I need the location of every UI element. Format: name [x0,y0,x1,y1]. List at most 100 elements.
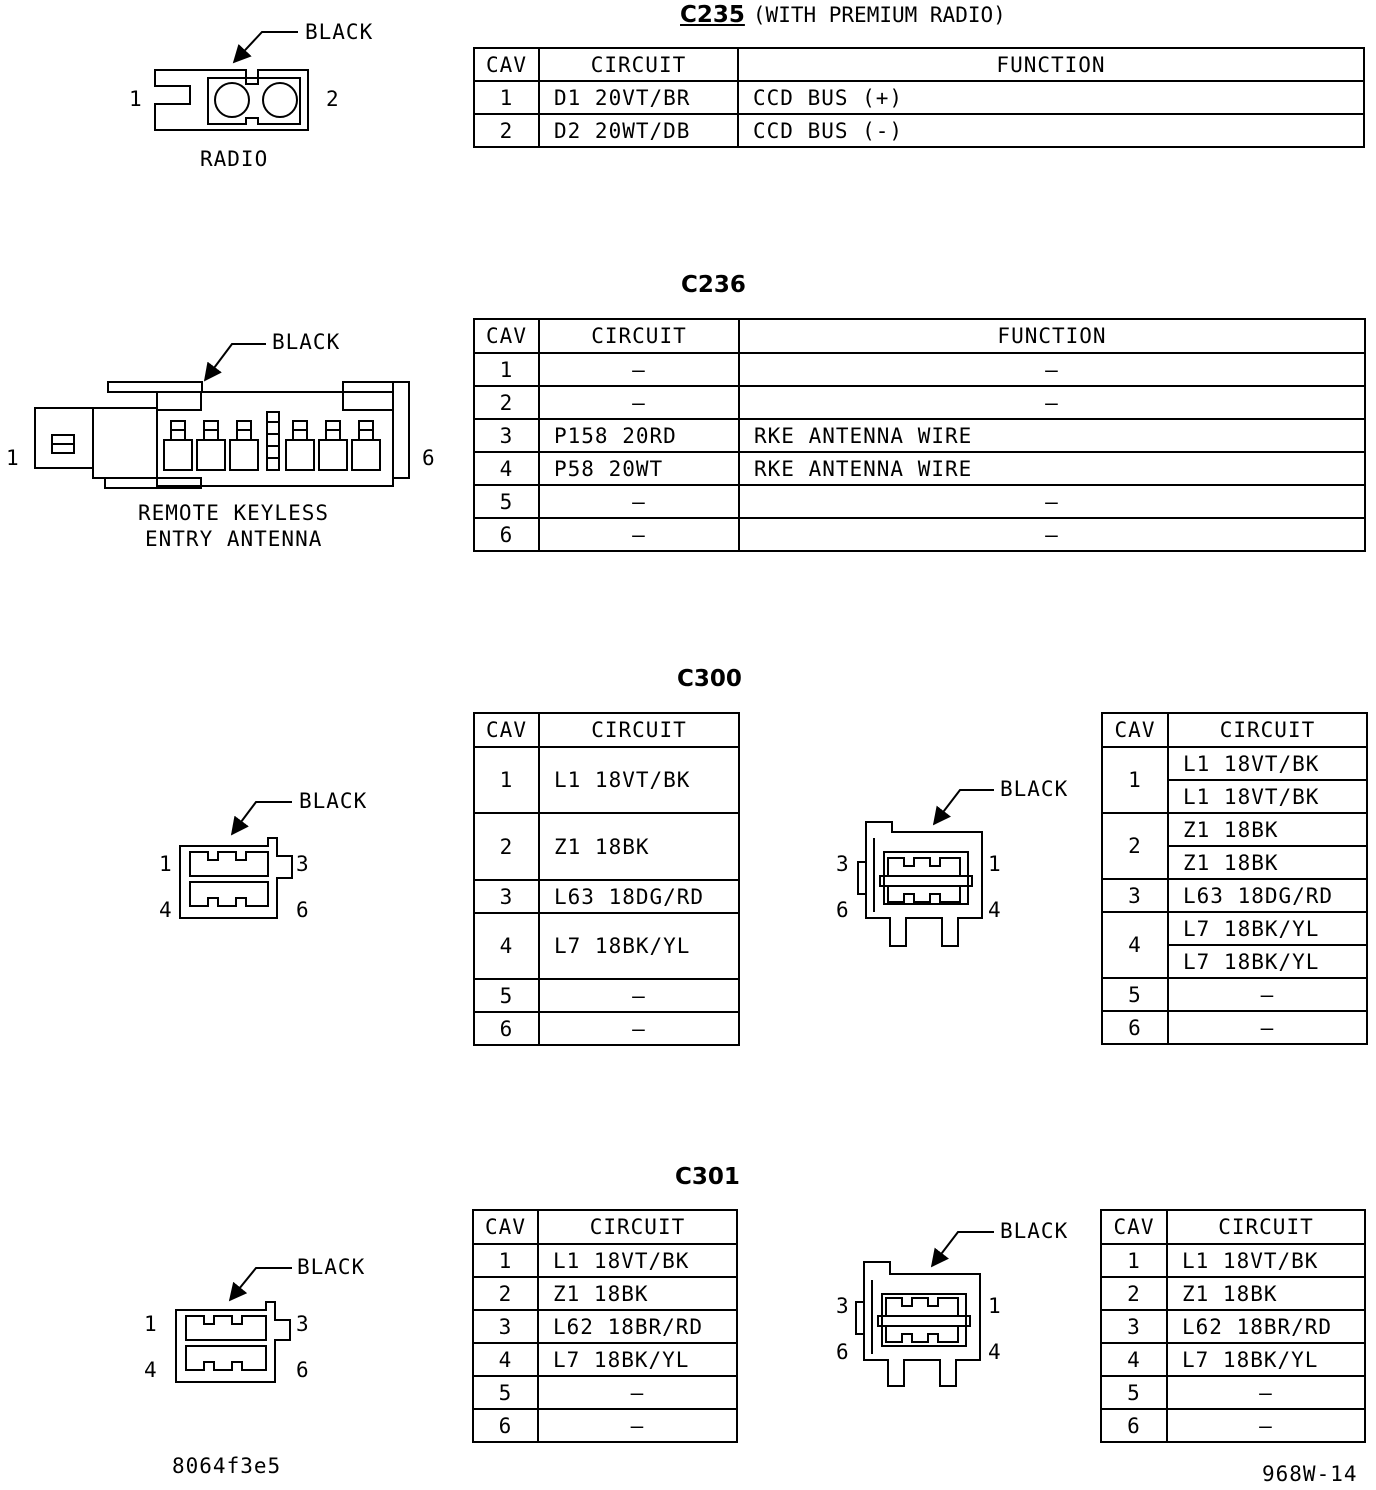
header-cav: CAV [1101,712,1169,748]
circuit-cell: – [537,1375,738,1410]
circuit-cell: – [538,1011,740,1046]
table-row: 6 – – [473,517,1366,552]
cav-cell: 6 [472,1408,539,1443]
c301-right-pin-6: 6 [836,1340,850,1364]
c301-right-pin-4: 4 [988,1340,1002,1364]
cav-cell: 4 [473,912,540,980]
c300-right-pin-3: 3 [836,852,850,876]
cav-cell: 5 [1101,977,1169,1012]
table-row: 1 – – [473,352,1366,387]
circuit-cell: D2 20WT/DB [538,113,739,148]
table-row: 4 L7 18BK/YL [472,1342,738,1377]
cav-cell: 6 [473,517,540,552]
header-circuit: CIRCUIT [1166,1209,1366,1245]
c235-suffix: (WITH PREMIUM RADIO) [752,3,1006,27]
radio-arrow [232,31,298,64]
footer-right-code: 968W-14 [1262,1462,1358,1486]
cav-cell: 4 [1100,1342,1168,1377]
circuit-cell: L1 18VT/BK [538,746,740,814]
cav-cell: 2 [1100,1276,1168,1311]
circuit-cell: L7 18BK/YL [537,1342,738,1377]
circuit-cell: Z1 18BK [1167,845,1368,880]
c301-left-color-label: BLACK [297,1255,366,1279]
table-header-row: CAV CIRCUIT [473,712,740,748]
cav-cell: 1 [473,746,540,814]
table-row: 3 L62 18BR/RD [1100,1309,1366,1344]
circuit-cell: – [538,385,740,420]
circuit-cell: – [1167,977,1368,1012]
cav-cell: 5 [473,484,540,519]
circuit-cell: L1 18VT/BK [1166,1243,1366,1278]
c300-left-color-label: BLACK [299,789,368,813]
rke-antenna-connector-icon [34,343,410,489]
circuit-cell: L63 18DG/RD [1167,878,1368,913]
cav-cell: 4 [472,1342,539,1377]
table-row: 6 – [1101,1010,1368,1045]
cav-cell: 4 [473,451,540,486]
table-row: 5 – – [473,484,1366,519]
cav-cell: 3 [473,418,540,453]
circuit-cell: L7 18BK/YL [1167,944,1368,979]
table-row: 1 L1 18VT/BK [1100,1243,1366,1278]
c300-right-pin-6: 6 [836,898,850,922]
table-row: 4 P58 20WT RKE ANTENNA WIRE [473,451,1366,486]
cav-cell: 1 [473,80,540,115]
circuit-cell: L62 18BR/RD [537,1309,738,1344]
c235-connector-label: RADIO [200,147,269,171]
circuit-cell: – [1166,1408,1366,1443]
cav-cell: 6 [473,1011,540,1046]
circuit-cell: L7 18BK/YL [1166,1342,1366,1377]
circuit-cell: L1 18VT/BK [537,1243,738,1278]
table-row: 3 L63 18DG/RD [473,879,740,914]
cav-cell: 5 [1100,1375,1168,1410]
c300-left-pin-3: 3 [296,852,310,876]
c300-right-pin-1: 1 [988,852,1002,876]
c300-left-pin-4: 4 [159,898,173,922]
cav-cell: 3 [473,879,540,914]
table-row: 1 L1 18VT/BK [472,1243,738,1278]
table-row: 2 – – [473,385,1366,420]
table-row: 3 P158 20RD RKE ANTENNA WIRE [473,418,1366,453]
table-row: L1 18VT/BK [1102,779,1368,814]
circuit-cell: Z1 18BK [1166,1276,1366,1311]
c301-right-table: CAV CIRCUIT 1 L1 18VT/BK 2 Z1 18BK 3 L62… [1100,1209,1366,1443]
header-circuit: CIRCUIT [538,318,740,354]
c236-color-label: BLACK [272,330,341,354]
circuit-cell: P58 20WT [538,451,740,486]
c301-right-connector-icon [855,1231,994,1387]
header-cav: CAV [1100,1209,1168,1245]
header-cav: CAV [472,1209,539,1245]
table-row: 4 L7 18BK/YL [1100,1342,1366,1377]
circuit-cell: – [537,1408,738,1443]
circuit-cell: – [538,517,740,552]
c300-left-pin-6: 6 [296,898,310,922]
c301-right-pin-1: 1 [988,1294,1002,1318]
c301-right-arrow [930,1231,994,1268]
c235-name: C235 [680,2,745,28]
cav-cell: 2 [473,113,540,148]
rke-arrow [203,343,266,382]
c300-left-table: CAV CIRCUIT 1 L1 18VT/BK 2 Z1 18BK 3 L63… [473,712,740,1046]
c236-connector-label-1: REMOTE KEYLESS [138,501,330,525]
c300-right-color-label: BLACK [1000,777,1069,801]
cav-cell: 1 [1100,1243,1168,1278]
cav-cell: 6 [1101,1010,1169,1045]
cav-cell: 3 [1100,1309,1168,1344]
c235-color-label: BLACK [305,20,374,44]
cav-cell: 1 [472,1243,539,1278]
function-cell: – [738,484,1366,519]
c301-title: C301 [675,1164,740,1190]
circuit-cell: P158 20RD [538,418,740,453]
c300-title: C300 [677,666,742,692]
circuit-cell: L63 18DG/RD [538,879,740,914]
circuit-cell: L1 18VT/BK [1167,779,1368,814]
c236-connector-label-2: ENTRY ANTENNA [145,527,323,551]
function-cell: CCD BUS (+) [737,80,1365,115]
table-row: 5 – [473,978,740,1013]
table-row: 2 Z1 18BK [1100,1276,1366,1311]
circuit-cell: D1 20VT/BR [538,80,739,115]
c236-title: C236 [681,272,746,298]
table-row: 2 Z1 18BK [1101,812,1368,880]
c300-right-table: CAV CIRCUIT 1 L1 18VT/BK L1 18VT/BK 2 Z1… [1101,712,1368,1045]
table-row: 2 Z1 18BK [473,812,740,881]
